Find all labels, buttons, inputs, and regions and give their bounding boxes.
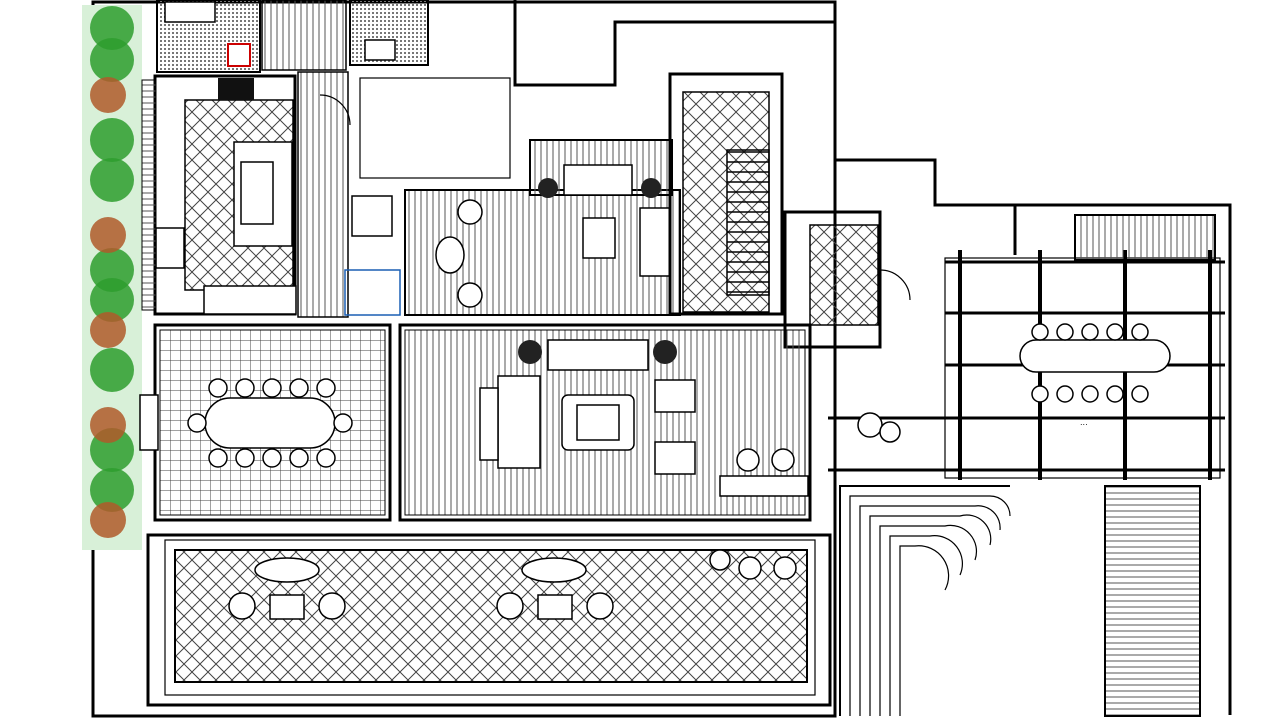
washbasin-icon — [364, 39, 396, 61]
entry-vestibule — [783, 210, 911, 349]
fridge-icon — [155, 227, 185, 269]
flower-icon — [90, 77, 126, 113]
sideboard-icon — [139, 394, 159, 451]
upper-stair-rail — [1074, 214, 1216, 261]
dining-room — [139, 323, 392, 522]
dining-table-icon — [1019, 339, 1171, 373]
plant-icon — [857, 412, 883, 438]
flower-icon — [90, 217, 126, 253]
door-swing-icon — [319, 94, 351, 126]
armchair-icon — [654, 441, 696, 475]
bathroom-left — [156, 0, 261, 73]
stairs-icon — [727, 151, 769, 293]
dining-table-icon — [204, 397, 336, 449]
side-sofa-icon — [639, 207, 671, 277]
coffee-table — [582, 217, 616, 259]
utility-sink — [351, 195, 393, 237]
flower-icon — [90, 312, 126, 348]
outdoor-table-icon — [269, 594, 305, 620]
bar-counter — [719, 475, 809, 497]
bathtub-icon — [164, 1, 216, 23]
plant-icon — [90, 118, 134, 162]
lounger-icon — [254, 557, 320, 583]
hallway — [297, 71, 349, 318]
sofa-icon — [547, 339, 649, 371]
living-room — [398, 323, 812, 522]
main-staircase — [668, 72, 784, 316]
stove-icon — [218, 78, 254, 100]
round-table-icon — [435, 236, 465, 274]
corridor-top — [261, 0, 347, 71]
plant-icon — [90, 6, 134, 50]
flower-icon — [90, 407, 126, 443]
study-room — [404, 139, 681, 316]
flower-icon — [90, 502, 126, 538]
plant-icon — [90, 348, 134, 392]
utility-area — [344, 269, 401, 316]
kitchen-counter — [203, 285, 297, 315]
side-sofa-icon — [497, 375, 541, 469]
kitchen — [141, 74, 297, 316]
pergola-note: ... — [1080, 418, 1088, 427]
outdoor-table-icon — [537, 594, 573, 620]
door-swing-icon — [879, 269, 911, 301]
plant-icon — [90, 468, 134, 512]
outdoor-steps — [839, 485, 1201, 717]
terrace — [146, 533, 832, 707]
sofa-icon — [563, 164, 633, 196]
armchair-icon — [654, 379, 696, 413]
shower-icon — [227, 43, 251, 67]
potted-plant — [709, 412, 901, 571]
pergola-dining: ... — [828, 250, 1225, 480]
plant-icon — [90, 38, 134, 82]
plant-icon — [90, 278, 134, 322]
garden-planting — [82, 5, 142, 550]
storage-room — [359, 77, 511, 179]
bathroom-right — [349, 0, 429, 66]
lounger-icon — [521, 557, 587, 583]
plant-icon — [90, 158, 134, 202]
